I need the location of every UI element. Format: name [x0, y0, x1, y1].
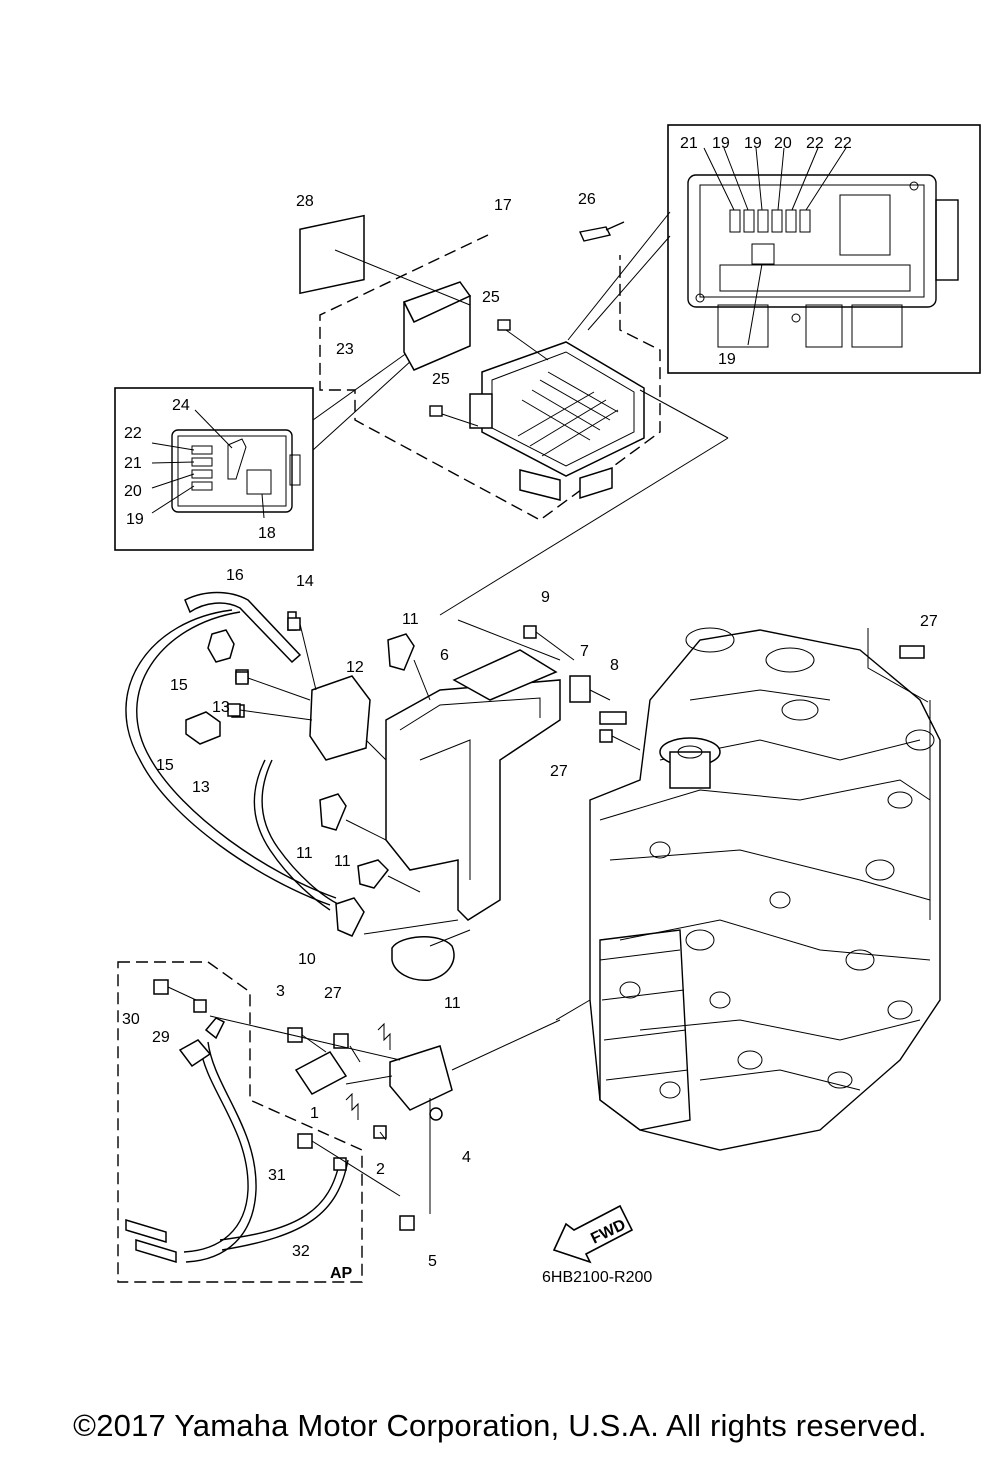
callout-31: 31: [268, 1167, 286, 1184]
exploded-parts-diagram: FWD AP 6HB2100-R200 1 2 3 4 5 6 7 8 9 10…: [114, 124, 981, 1286]
callout-18: 18: [258, 525, 276, 542]
callout-30: 30: [122, 1011, 140, 1028]
inset-callout-19a: 19: [712, 135, 730, 152]
callout-22: 22: [124, 425, 142, 442]
callout-27a: 27: [920, 613, 938, 630]
inset-callout-22b: 22: [834, 135, 852, 152]
ecu-assembly-group: [299, 211, 729, 616]
callout-10: 10: [298, 951, 316, 968]
callout-9: 9: [541, 589, 550, 606]
callout-19: 19: [126, 511, 144, 528]
callout-32: 32: [292, 1243, 310, 1260]
callout-11d: 11: [444, 995, 461, 1012]
inset-callout-19b: 19: [744, 135, 762, 152]
callout-2: 2: [376, 1161, 385, 1178]
callout-15b: 15: [156, 757, 174, 774]
callout-17: 17: [494, 197, 512, 214]
inset-callout-21: 21: [680, 135, 698, 152]
callout-13b: 13: [192, 779, 210, 796]
callout-11c: 11: [334, 853, 351, 870]
callout-25b: 25: [432, 371, 450, 388]
callout-27b: 27: [550, 763, 568, 780]
callout-3: 3: [276, 983, 285, 1000]
callout-28: 28: [296, 193, 314, 210]
callout-25a: 25: [482, 289, 500, 306]
callout-15a: 15: [170, 677, 188, 694]
drawing-code: 6HB2100-R200: [542, 1269, 652, 1286]
ecu-detail-inset: [667, 124, 981, 374]
engine-block: [589, 627, 941, 1151]
ap-option-group: [117, 961, 591, 1283]
callout-23: 23: [336, 341, 354, 358]
callout-26: 26: [578, 191, 596, 208]
bracket-and-wiring-group: [125, 591, 931, 981]
inset-callout-19c: 19: [718, 351, 736, 368]
inset-callout-20: 20: [774, 135, 792, 152]
callout-12: 12: [346, 659, 364, 676]
callout-7: 7: [580, 643, 589, 660]
callout-27c: 27: [324, 985, 342, 1002]
callout-8: 8: [610, 657, 619, 674]
callout-5: 5: [428, 1253, 437, 1270]
callout-1: 1: [310, 1105, 319, 1122]
fuse-box-detail-inset: [114, 344, 419, 551]
callout-labels: 1 2 3 4 5 6 7 8 9 10 11 11 11 11 12 13 1…: [122, 135, 938, 1270]
callout-29: 29: [152, 1029, 170, 1046]
ap-label: AP: [330, 1265, 353, 1282]
fwd-arrow: FWD: [552, 1204, 634, 1264]
callout-13a: 13: [212, 699, 230, 716]
callout-24: 24: [172, 397, 190, 414]
inset-callout-22a: 22: [806, 135, 824, 152]
callout-4: 4: [462, 1149, 471, 1166]
callout-14: 14: [296, 573, 314, 590]
callout-11a: 11: [402, 611, 419, 628]
callout-11b: 11: [296, 845, 313, 862]
callout-20: 20: [124, 483, 142, 500]
callout-16: 16: [226, 567, 244, 584]
callout-6: 6: [440, 647, 449, 664]
copyright-notice: ©2017 Yamaha Motor Corporation, U.S.A. A…: [73, 1408, 927, 1443]
callout-21: 21: [124, 455, 142, 472]
